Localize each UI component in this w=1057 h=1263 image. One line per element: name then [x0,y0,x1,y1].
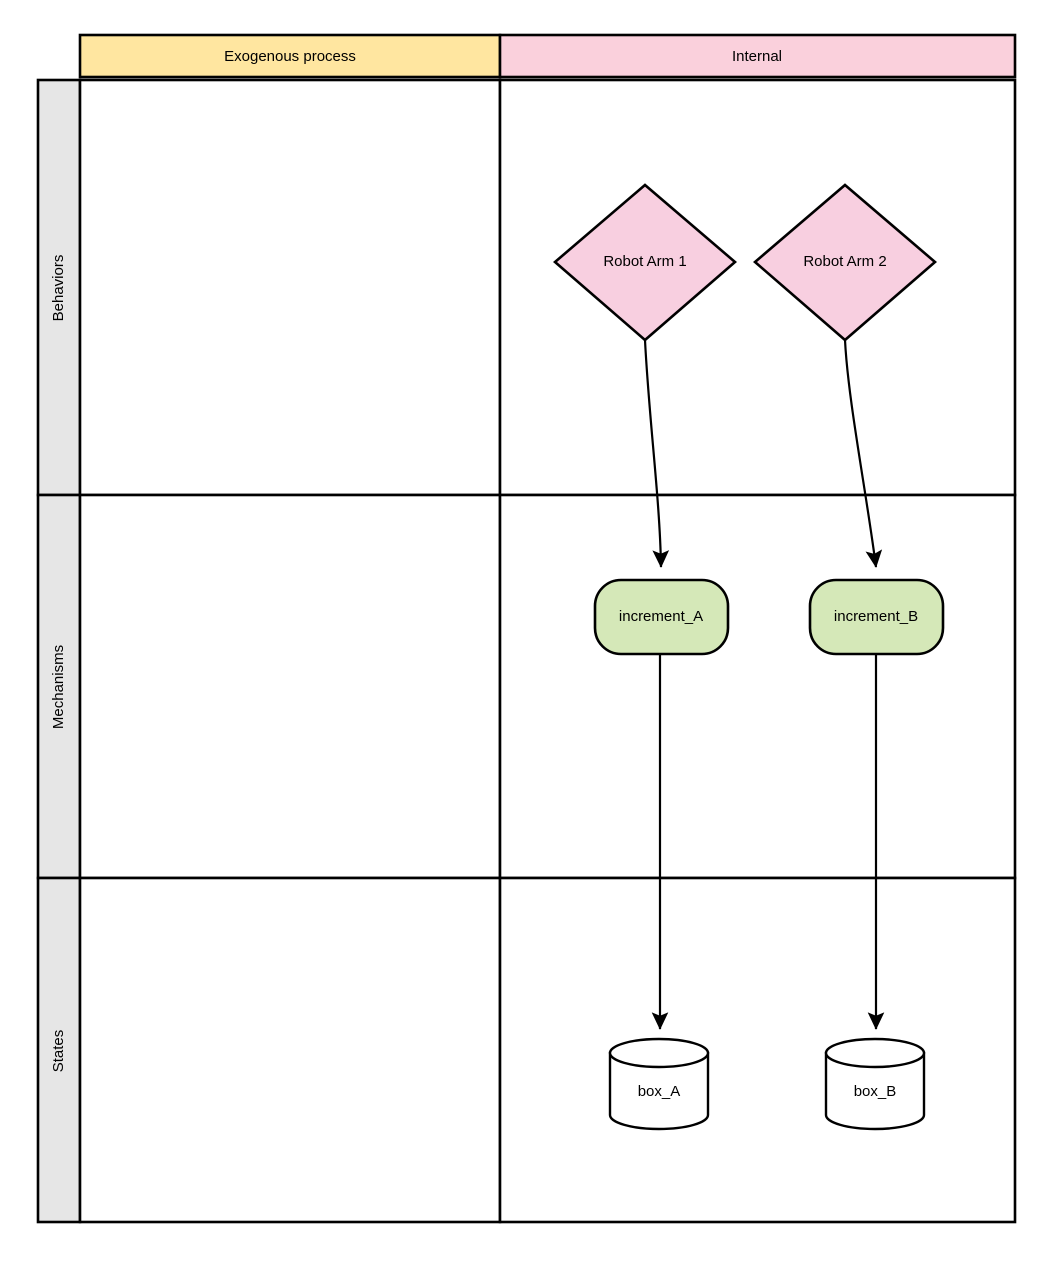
increment-b-label: increment_B [834,608,918,625]
node-robot-arm-1[interactable]: Robot Arm 1 [553,183,737,342]
column-header-label-exogenous: Exogenous process [224,48,356,65]
lane-cell-states-internal [498,876,1017,1224]
row-label-cell-states [36,876,82,1224]
lane-cell-behaviors-internal [498,78,1017,497]
column-header-label-internal: Internal [732,48,782,65]
node-robot-arm-2[interactable]: Robot Arm 2 [753,183,937,342]
node-box-b[interactable]: box_B [824,1037,926,1131]
box-a-label: box_A [638,1083,681,1100]
box-a-cylinder-body[interactable] [608,1051,710,1131]
row-label-mechanisms: Mechanisms [50,645,67,729]
lane-cell-mechanisms-internal [498,493,1017,880]
box-b-label: box_B [854,1083,897,1100]
increment-a-label: increment_A [619,608,703,625]
row-label-behaviors: Behaviors [50,255,67,322]
box-a-cylinder-top [608,1037,710,1069]
edges-layer [643,339,885,1030]
node-box-a[interactable]: box_A [608,1037,710,1131]
column-header-exogenous-fill [78,33,502,79]
pool-grid [36,33,1017,1224]
lane-cell-behaviors-exogenous [78,78,502,497]
lane-cell-states-exogenous [78,876,502,1224]
robot-arm-2-diamond-shape[interactable] [753,183,937,342]
robot-arm-1-label: Robot Arm 1 [603,253,686,270]
robot-arm-2-label: Robot Arm 2 [803,253,886,270]
box-b-cylinder-top [824,1037,926,1069]
row-label-states: States [50,1030,67,1073]
node-increment-a[interactable]: increment_A [593,578,730,656]
edge-robot-arm-2-to-increment-b [843,339,883,568]
increment-a-rounded-rect-shape[interactable] [593,578,730,656]
box-b-cylinder-body[interactable] [824,1051,926,1131]
column-header-internal-fill [498,33,1017,79]
robot-arm-1-diamond-shape[interactable] [553,183,737,342]
lane-cell-mechanisms-exogenous [78,493,502,880]
node-increment-b[interactable]: increment_B [808,578,945,656]
increment-b-rounded-rect-shape[interactable] [808,578,945,656]
edge-robot-arm-1-to-increment-a [643,339,670,568]
